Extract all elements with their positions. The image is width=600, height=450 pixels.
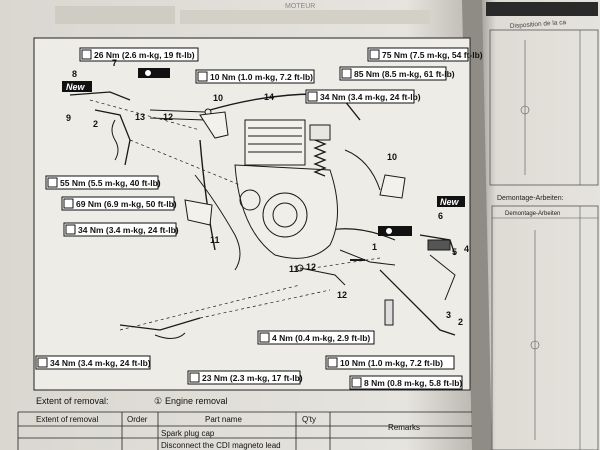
callout-10b: 10 [387,152,397,162]
torque-spec-t75: 75 Nm (7.5 m-kg, 54 ft-lb) [367,47,483,62]
table-header-order: Order [127,415,148,424]
torque-spec-t85: 85 Nm (8.5 m-kg, 61 ft-lb) [339,66,455,81]
new-badge-1: New [62,81,92,92]
removal-table [17,411,472,450]
torque-t75-text: 75 Nm (7.5 m-kg, 54 ft-lb) [382,50,483,60]
callout-11a: 11 [210,235,220,245]
torque-spec-t10: 10 Nm (1.0 m-kg, 7.2 ft-lb) [195,69,315,84]
torque-t34b-text: 34 Nm (3.4 m-kg, 24 ft-lb) [78,225,179,235]
torque-t34a-text: 34 Nm (3.4 m-kg, 24 ft-lb) [320,92,421,102]
torque-t4-text: 4 Nm (0.4 m-kg, 2.9 ft-lb) [272,333,370,343]
torque-spec-t34c: 34 Nm (3.4 m-kg, 24 ft-lb) [35,355,151,370]
callout-7: 7 [112,58,117,68]
callout-4: 4 [464,244,469,254]
right-page [482,0,600,450]
circled-one: ① [154,396,162,406]
torque-spec-t34a: 34 Nm (3.4 m-kg, 24 ft-lb) [305,89,421,104]
callout-1: 1 [372,242,377,252]
callout-12b: 12 [306,262,316,272]
table-header-extent: Extent of removal [36,415,98,424]
torque-t26-text: 26 Nm (2.6 m-kg, 19 ft-lb) [94,50,195,60]
callout-2b: 2 [458,317,463,327]
torque-spec-t34b: 34 Nm (3.4 m-kg, 24 ft-lb) [63,222,179,237]
callout-10a: 10 [213,93,223,103]
sealant-icon-2 [378,226,412,236]
torque-t69-text: 69 Nm (6.9 m-kg, 50 ft-lb) [76,199,177,209]
torque-spec-t4: 4 Nm (0.4 m-kg, 2.9 ft-lb) [257,330,375,345]
right-page-header: Disposition de la ca [510,19,567,30]
torque-t55-text: 55 Nm (5.5 m-kg, 40 ft-lb) [60,178,161,188]
callout-6: 6 [438,211,443,221]
table-header-remarks: Remarks [388,423,420,432]
table-header-part: Part name [205,415,242,424]
sealant-icon [138,68,170,78]
torque-spec-t23: 23 Nm (2.3 m-kg, 17 ft-lb) [187,370,303,385]
torque-spec-t69: 69 Nm (6.9 m-kg, 50 ft-lb) [61,196,177,211]
engine-illustration [69,91,456,339]
torque-t85-text: 85 Nm (8.5 m-kg, 61 ft-lb) [354,69,455,79]
torque-t10b-text: 10 Nm (1.0 m-kg, 7.2 ft-lb) [340,358,443,368]
callout-9: 9 [66,113,71,123]
callout-8: 8 [72,69,77,79]
torque-spec-t55: 55 Nm (5.5 m-kg, 40 ft-lb) [45,175,161,190]
demontage-title: Demontage-Arbeiten: [497,195,564,202]
svg-text:New: New [66,82,86,92]
table-header-qty: Q'ty [302,415,316,424]
callout-12a: 12 [163,112,173,122]
callout-3: 3 [446,310,451,320]
callout-14: 14 [264,92,274,102]
part-callouts: 8 7 9 2 13 12 10 14 10 11 11 12 12 1 6 5… [66,58,469,327]
new-badge-2: New [437,196,465,207]
svg-text:New: New [440,197,460,207]
demontage-col: Demontage-Arbeiten [505,211,560,217]
callout-11b: 11 [289,264,299,274]
torque-t10-text: 10 Nm (1.0 m-kg, 7.2 ft-lb) [210,72,313,82]
torque-t8-text: 8 Nm (0.8 m-kg, 5.8 ft-lb) [364,378,462,388]
callout-5: 5 [452,247,457,257]
callout-2a: 2 [93,119,98,129]
torque-spec-t8: 8 Nm (0.8 m-kg, 5.8 ft-lb) [349,375,463,390]
callout-12c: 12 [337,290,347,300]
right-page-content: Disposition de la ca Demontage-Arbeiten:… [486,2,599,450]
extent-label: Extent of removal: [36,396,109,406]
torque-t23-text: 23 Nm (2.3 m-kg, 17 ft-lb) [202,373,303,383]
page-header-fragment: MOTEUR [285,3,315,10]
torque-spec-t10b: 10 Nm (1.0 m-kg, 7.2 ft-lb) [325,355,455,370]
table-row-2: Disconnect the CDI magneto lead [161,441,281,450]
torque-spec-t26: 26 Nm (2.6 m-kg, 19 ft-lb) [79,47,199,62]
table-row-1: Spark plug cap [161,429,215,438]
engine-removal-text: Engine removal [165,396,228,406]
torque-t34c-text: 34 Nm (3.4 m-kg, 24 ft-lb) [50,358,151,368]
callout-13: 13 [135,112,145,122]
